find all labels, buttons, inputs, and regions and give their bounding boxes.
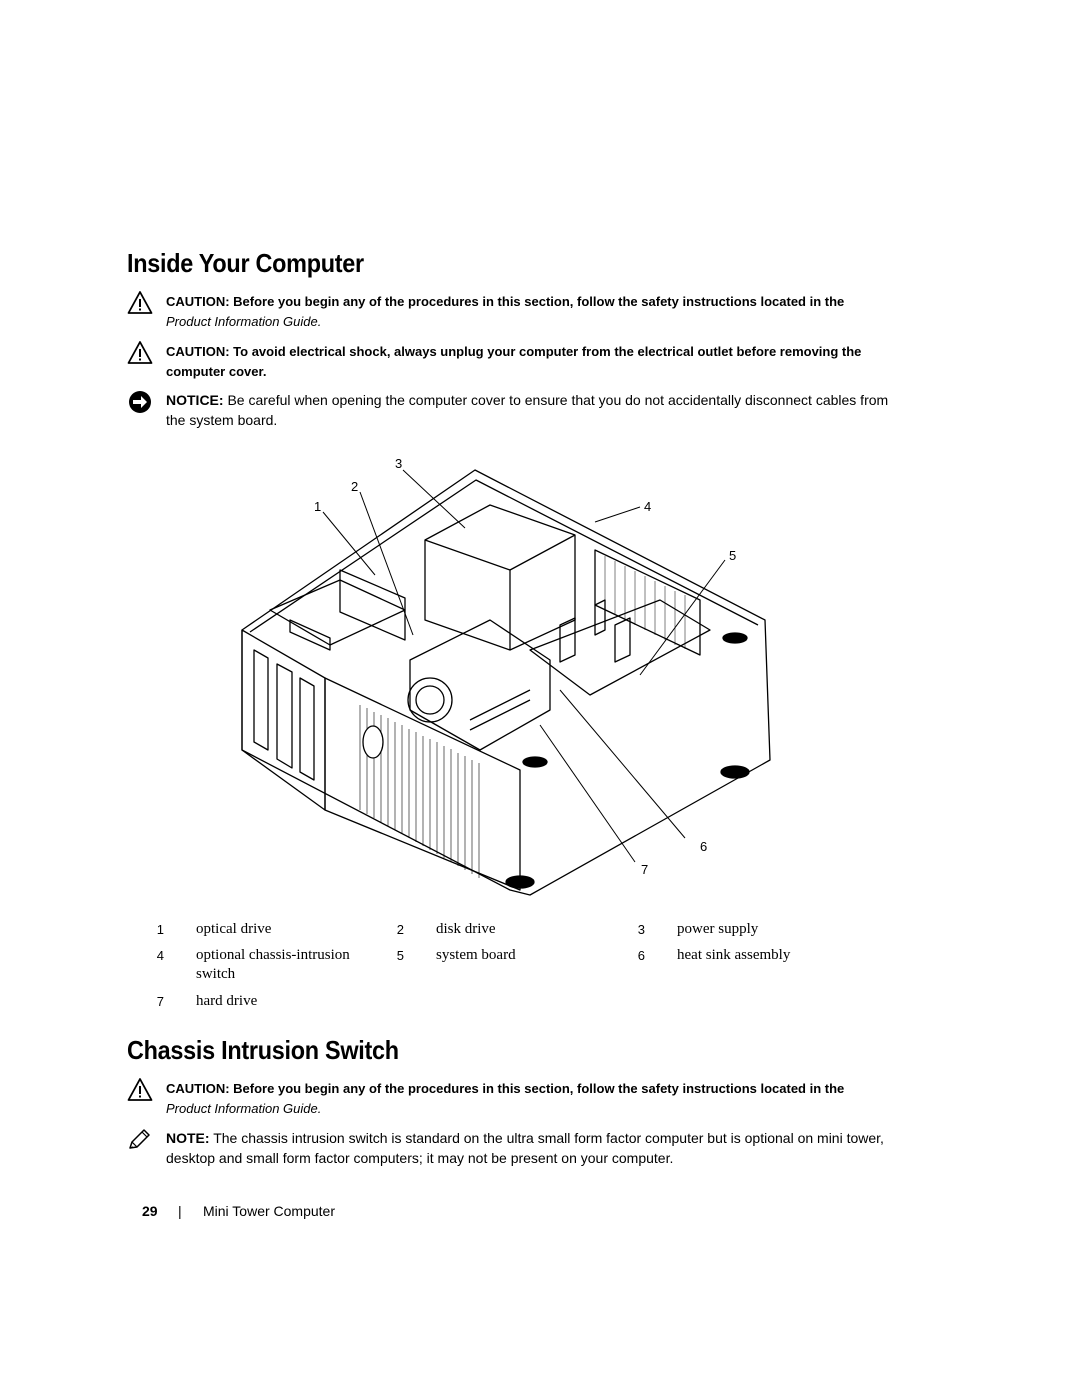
callout-5: 5 [729, 548, 736, 563]
side-panel [324, 677, 521, 891]
caution-text: Before you begin any of the procedures i… [233, 1081, 845, 1096]
footer-doc-title: Mini Tower Computer [203, 1203, 336, 1219]
callout-4: 4 [644, 499, 651, 514]
footer-separator: | [178, 1203, 182, 1219]
callout-line-2 [359, 491, 414, 636]
page-number: 29 [142, 1203, 158, 1219]
section-title-inside: Inside Your Computer [127, 248, 364, 278]
section-title-chassis: Chassis Intrusion Switch [127, 1035, 399, 1065]
caution-text: To avoid electrical shock, always unplug… [166, 344, 862, 379]
callout-2: 2 [351, 479, 358, 494]
note-label: NOTE: [166, 1130, 210, 1146]
notice-label: NOTICE: [166, 392, 224, 408]
caution-triangle-icon [127, 1078, 153, 1101]
caution-label: CAUTION: [166, 344, 230, 359]
caution-triangle-icon [127, 341, 153, 364]
notice-text: Be careful when opening the computer cov… [166, 392, 889, 428]
callout-line-4 [594, 506, 641, 523]
chassis-outline [241, 469, 771, 896]
callout-line-5 [639, 559, 726, 676]
notice-icon [129, 391, 151, 413]
drive-cage [339, 569, 406, 641]
caution-triangle-icon [127, 291, 153, 314]
callout-line-1 [322, 511, 376, 576]
dell-logo [362, 725, 384, 759]
callout-1: 1 [314, 499, 321, 514]
note-text: The chassis intrusion switch is standard… [166, 1130, 884, 1166]
callout-6: 6 [700, 839, 707, 854]
caution-label: CAUTION: [166, 1081, 230, 1096]
callout-line-6 [559, 689, 686, 839]
callout-line-3 [402, 469, 466, 529]
callout-7: 7 [641, 862, 648, 877]
caution-text: Before you begin any of the procedures i… [233, 294, 845, 309]
callout-line-7 [539, 724, 636, 863]
computer-interior-diagram: 1 2 3 4 5 6 7 [241, 456, 771, 896]
caution-label: CAUTION: [166, 294, 230, 309]
system-board [529, 599, 711, 696]
note-pencil-icon [129, 1129, 150, 1149]
document-reference: Product Information Guide. [166, 1101, 322, 1116]
callout-3: 3 [395, 456, 402, 471]
power-supply [424, 504, 576, 651]
document-reference: Product Information Guide. [166, 314, 322, 329]
